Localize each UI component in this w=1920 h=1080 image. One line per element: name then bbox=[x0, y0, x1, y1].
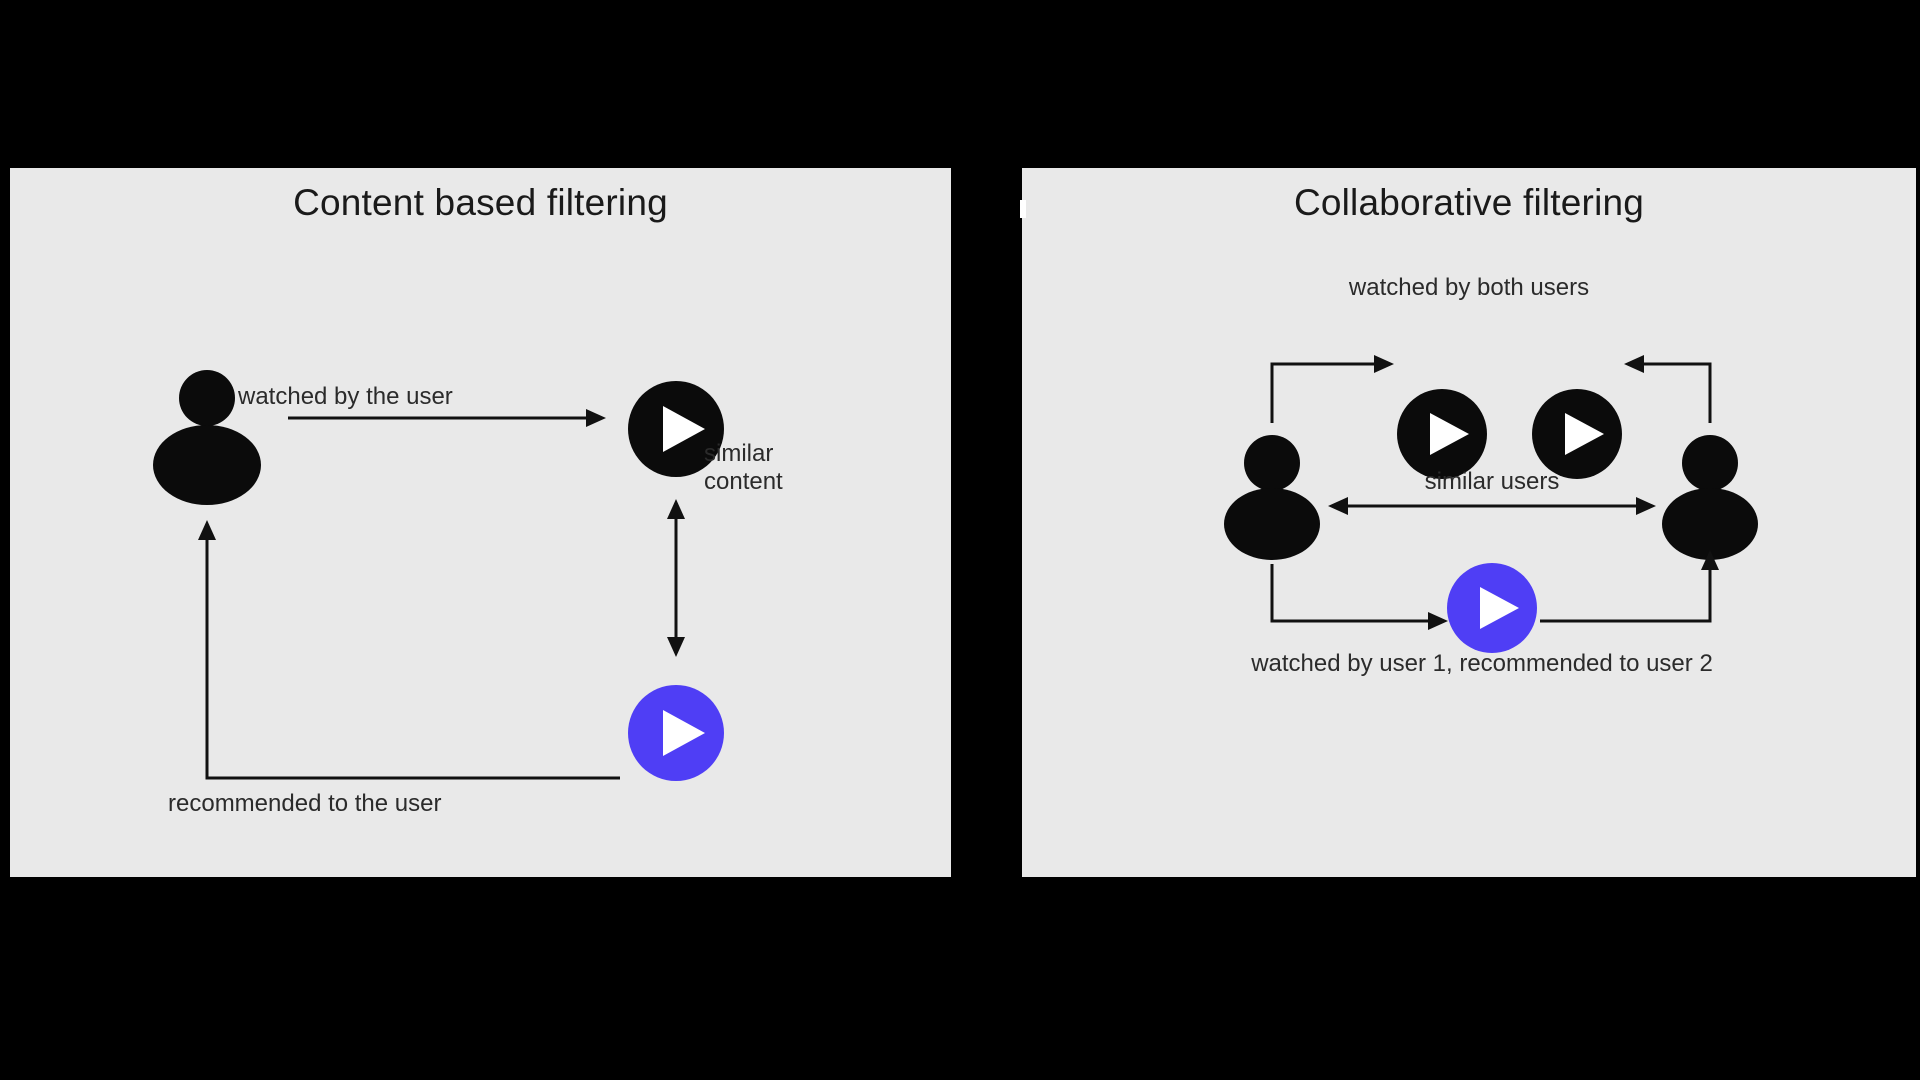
label-watched-by-the-user: watched by the user bbox=[238, 383, 453, 410]
arrow-recommended-to-the-user bbox=[198, 520, 620, 780]
content-based-filtering-graphics bbox=[153, 370, 724, 781]
arrow-user1-to-recommended-video bbox=[1270, 564, 1448, 630]
arrow-similar-users bbox=[1328, 497, 1656, 515]
play-button-shared-video-2[interactable] bbox=[1532, 389, 1622, 479]
user-icon-user-1 bbox=[1224, 435, 1320, 560]
play-button-recommended-video[interactable] bbox=[628, 685, 724, 781]
play-button-recommended-video[interactable] bbox=[1447, 563, 1537, 653]
arrow-user2-to-shared-video bbox=[1624, 355, 1712, 423]
user-icon-user-2 bbox=[1662, 435, 1758, 560]
label-similar-content-line1: similar bbox=[704, 440, 774, 467]
play-button-shared-video-1[interactable] bbox=[1397, 389, 1487, 479]
panel-title-collaborative-filtering: Collaborative filtering bbox=[1293, 182, 1645, 223]
arrow-watched-by-the-user bbox=[288, 409, 606, 427]
panel-edge-notch bbox=[1020, 200, 1026, 218]
arrow-recommended-video-to-user2 bbox=[1540, 550, 1719, 623]
arrow-similar-content bbox=[667, 499, 685, 657]
label-similar-content-line2: content bbox=[704, 468, 783, 495]
panel-collaborative-filtering: Collaborative filtering bbox=[1020, 168, 1916, 877]
label-recommended-to-the-user: recommended to the user bbox=[168, 790, 442, 817]
label-watched-recommended: watched by user 1, recommended to user 2 bbox=[1251, 650, 1713, 677]
panel-content-based-filtering: Content based filtering bbox=[10, 168, 951, 877]
panel-title-content-based-filtering: Content based filtering bbox=[293, 182, 668, 223]
label-watched-by-both-users: watched by both users bbox=[1348, 274, 1590, 301]
label-similar-users: similar users bbox=[1424, 468, 1560, 495]
arrow-user1-to-shared-video bbox=[1270, 355, 1394, 423]
